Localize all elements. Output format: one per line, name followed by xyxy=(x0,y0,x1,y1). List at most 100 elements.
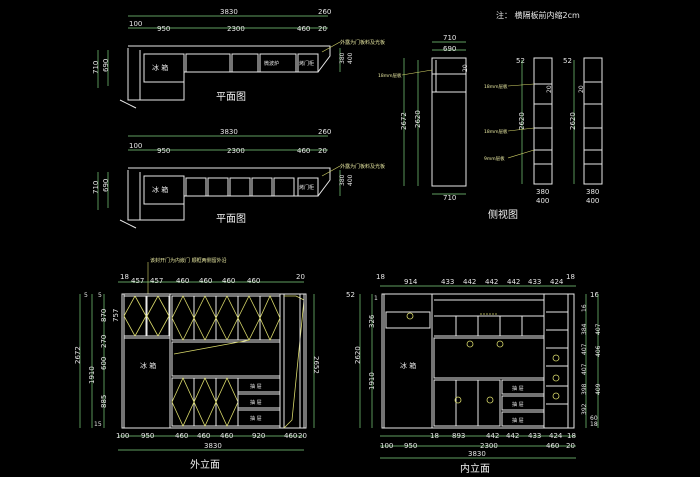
front-bottom-460b: 460 xyxy=(197,432,210,440)
side-2620b-dim: 2620 xyxy=(518,112,526,130)
inner-bottom-893: 893 xyxy=(452,432,465,440)
front-top-460b: 460 xyxy=(199,277,212,285)
side-shelf-label-d: 9mm层板 xyxy=(484,155,505,162)
plan2-690-dim: 690 xyxy=(102,179,110,192)
inner-bottom-424: 424 xyxy=(549,432,563,440)
inner-bottom-950: 950 xyxy=(404,442,417,450)
inner-top-914: 914 xyxy=(404,278,418,286)
plan2-2300-dim: 2300 xyxy=(227,147,245,155)
plan2-380-dim: 380 xyxy=(339,174,346,186)
inner-top-424: 424 xyxy=(550,278,564,286)
inner-right-60: 60 xyxy=(590,415,598,422)
inner-top-442c: 442 xyxy=(507,278,520,286)
inner-right-409: 409 xyxy=(595,383,602,395)
side-title: 侧视图 xyxy=(488,208,518,221)
side-2620c-dim: 2620 xyxy=(569,112,577,130)
inner-top-18b: 18 xyxy=(566,273,575,281)
plan2-oven-label: 烤门柜 xyxy=(299,184,314,191)
front-elevation: 该封开门为内嵌门 顺框两侧留外沿 18 457 457 460 460 460 … xyxy=(74,257,320,471)
plan1-title: 平面图 xyxy=(216,91,246,103)
inner-right-398: 398 xyxy=(581,383,588,395)
front-title: 外立面 xyxy=(190,458,220,471)
plan2-fridge-label: 冰 箱 xyxy=(152,185,168,194)
plan2-400-dim: 400 xyxy=(347,174,354,186)
plan2-100-dim: 100 xyxy=(129,142,142,150)
inner-drawer-3: 抽 屉 xyxy=(512,417,524,424)
inner-top-16: 16 xyxy=(590,291,599,299)
inner-bottom-2300: 2300 xyxy=(480,442,498,450)
plan-view-2: 3830 260 100 950 2300 460 20 710 690 冰 箱… xyxy=(92,128,385,229)
front-drawer-2: 抽 屉 xyxy=(250,399,262,406)
side-shelf-label-c: 18mm层板 xyxy=(484,128,508,135)
front-fridge-label: 冰 箱 xyxy=(140,361,156,370)
inner-bottom-100: 100 xyxy=(380,442,393,450)
side-2620-dim: 2620 xyxy=(414,110,422,128)
plan2-overall-dim: 3830 xyxy=(220,128,238,136)
front-bottom-460c: 460 xyxy=(220,432,233,440)
side-52b-dim: 52 xyxy=(563,57,572,65)
side-400b-dim: 400 xyxy=(586,197,599,205)
plan1-callout: 外露为门板料及光板 xyxy=(340,39,385,46)
inner-bottom-460: 460 xyxy=(546,442,559,450)
inner-right-407b: 407 xyxy=(581,363,588,375)
front-drawer-3: 抽 屉 xyxy=(250,415,262,422)
inner-top-18: 18 xyxy=(376,273,385,281)
inner-right-406: 406 xyxy=(595,345,602,357)
front-bottom-20: 20 xyxy=(298,432,307,440)
plan1-2300-dim: 2300 xyxy=(227,25,245,33)
front-top-460d: 460 xyxy=(247,277,260,285)
front-left-1910: 1910 xyxy=(88,366,96,384)
inner-fridge-label: 冰 箱 xyxy=(400,361,416,370)
inner-bottom-18: 18 xyxy=(430,432,439,440)
plan1-710-dim: 710 xyxy=(92,61,100,74)
inner-drawer-1: 抽 屉 xyxy=(512,385,524,392)
inner-bottom-18b: 18 xyxy=(567,432,576,440)
inner-left-1910: 1910 xyxy=(368,372,376,390)
inner-right-18: 18 xyxy=(590,421,598,428)
plan1-460-dim: 460 xyxy=(297,25,310,33)
front-bottom-950: 950 xyxy=(141,432,154,440)
inner-right-407a: 407 xyxy=(581,343,588,355)
plan-view-1: 3830 260 100 950 2300 460 20 710 690 冰 箱… xyxy=(92,8,385,109)
inner-title: 内立面 xyxy=(460,462,490,475)
front-left-270: 270 xyxy=(100,335,108,348)
front-top-460c: 460 xyxy=(222,277,235,285)
note-text: 注： 横隔板前内缩2cm xyxy=(496,10,580,20)
plan2-title: 平面图 xyxy=(216,213,246,225)
side-400a-dim: 400 xyxy=(536,197,549,205)
side-690-dim: 690 xyxy=(443,45,456,53)
side-shelf-label-a: 18mm层板 xyxy=(378,72,402,79)
plan2-20-dim: 20 xyxy=(318,147,327,155)
inner-right-16: 16 xyxy=(581,304,588,312)
inner-overall: 3830 xyxy=(468,450,486,458)
front-left-5a: 5 xyxy=(84,292,88,299)
plan2-710-dim: 710 xyxy=(92,181,100,194)
front-bottom-460a: 460 xyxy=(175,432,188,440)
inner-bottom-442b: 442 xyxy=(506,432,519,440)
side-shelf-label-b: 18mm层板 xyxy=(484,83,508,90)
inner-right-392: 392 xyxy=(581,403,588,415)
front-left-757: 757 xyxy=(112,309,120,322)
plan2-460-dim: 460 xyxy=(297,147,310,155)
inner-bottom-20: 20 xyxy=(566,442,575,450)
front-left-2672: 2672 xyxy=(74,346,82,364)
side-20c-dim: 20 xyxy=(578,85,585,93)
front-top-20: 20 xyxy=(296,273,305,281)
inner-drawer-2: 抽 屉 xyxy=(512,401,524,408)
front-top-18: 18 xyxy=(120,273,129,281)
side-380b-dim: 380 xyxy=(586,188,599,196)
front-left-885: 885 xyxy=(100,395,108,408)
front-left-600: 600 xyxy=(100,357,108,370)
front-right-2652: 2652 xyxy=(312,356,320,374)
inner-top-433: 433 xyxy=(441,278,454,286)
front-top-457a: 457 xyxy=(131,277,144,285)
front-left-5b: 5 xyxy=(98,292,102,299)
front-left-15: 15 xyxy=(94,421,102,428)
plan1-690-dim: 690 xyxy=(102,59,110,72)
side-20-dim: 20 xyxy=(462,64,469,72)
plan2-950-dim: 950 xyxy=(157,147,170,155)
inner-top-442a: 442 xyxy=(463,278,476,286)
front-top-457b: 457 xyxy=(150,277,163,285)
plan1-100-dim: 100 xyxy=(129,20,142,28)
